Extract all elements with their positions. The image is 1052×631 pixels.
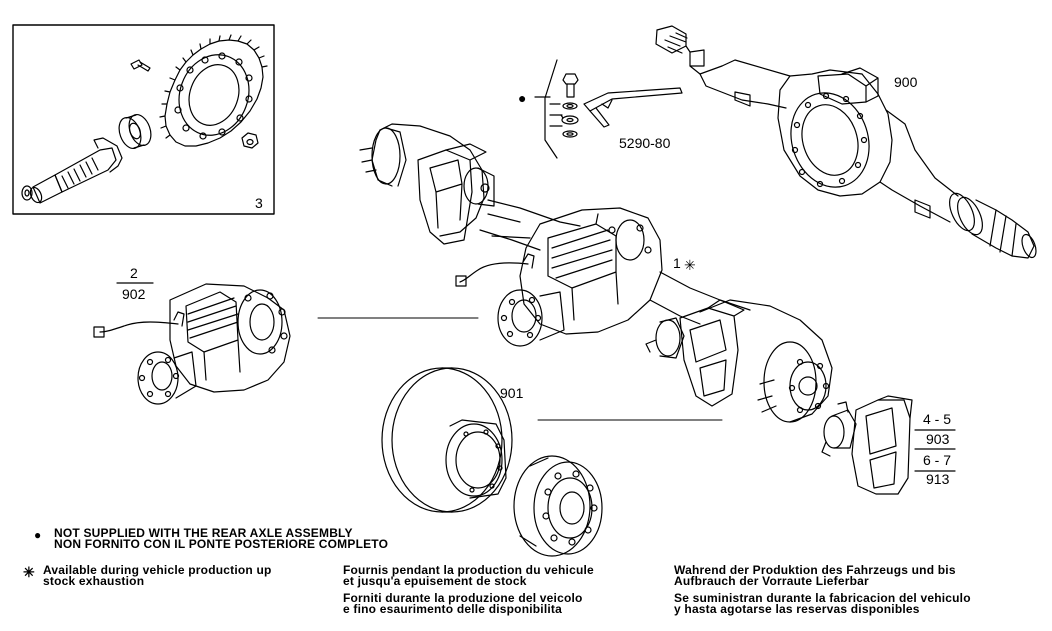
legend-available-es: Se suministran durante la fabricacion de… [674,591,971,616]
legend-not-supplied: NOT SUPPLIED WITH THE REAR AXLE ASSEMBLY… [54,526,389,551]
legend-not-supplied-it: NON FORNITO CON IL PONTE POSTERIORE COMP… [54,537,389,551]
callout-5290-80: 5290-80 [619,135,671,151]
legend-available-it-line1: Forniti durante la produzione del veicol… [343,591,583,605]
legend-available-fr-line2: et jusqu'a epuisement de stock [343,574,527,588]
legend-available-de-line2: Aufbrauch der Vorraute Lieferbar [674,574,869,588]
brake-caliper-icon[interactable] [821,395,913,495]
callout-901: 901 [500,385,524,401]
pinion-shaft-icon[interactable] [28,137,123,204]
legend-asterisk: ✳ [23,564,35,580]
callout-6-7: 6 - 7 [923,452,951,468]
not-supplied-bracket [534,59,563,159]
legend-available-fr-line1: Fournis pendant la production du vehicul… [343,563,594,577]
callout-2: 2 [130,265,138,281]
wheel-hub-icon[interactable] [513,455,603,557]
lock-washer-icon[interactable] [560,114,579,125]
flat-washer-icon[interactable] [562,130,578,138]
nut-icon[interactable] [241,132,259,149]
callout-caliper-labels: 4 - 5 903 6 - 7 913 [914,411,956,487]
not-supplied-bullet: ● [518,90,526,106]
brake-disc-icon[interactable] [381,367,513,513]
legend-available-en-line2: stock exhaustion [43,574,145,588]
callout-913: 913 [926,471,950,487]
hex-screw-icon[interactable] [562,73,579,98]
leader-lines [317,317,723,421]
ring-gear-icon[interactable] [159,34,268,147]
bolt-icon[interactable] [130,59,151,72]
legend-bullet: ● [34,528,42,542]
legend-available-de-line1: Wahrend der Produktion des Fahrzeugs und… [674,563,956,577]
legend-available-es-line1: Se suministran durante la fabricacion de… [674,591,971,605]
legend-available-fr: Fournis pendant la production du vehicul… [343,563,594,588]
axle-housing-icon[interactable] [655,25,1039,259]
callout-3: 3 [255,195,263,211]
kit-3-frame [12,24,275,215]
callout-900: 900 [894,74,918,90]
rear-axle-assembly-icon[interactable] [359,123,833,423]
legend-available-es-line2: y hasta agotarse las reservas disponible… [674,602,920,616]
availability-asterisk-1: ✳ [684,257,696,273]
bearing-icon[interactable] [115,112,155,152]
washer-icon[interactable] [21,185,33,201]
legend-available-it-line2: e fino esaurimento delle disponibilita [343,602,562,616]
callout-1: 1 [673,255,681,271]
legend-available-en-line1: Available during vehicle production up [43,563,272,577]
legend-available-en: Available during vehicle production up s… [43,563,272,588]
callout-2-902-label: 2 902 [116,265,154,302]
wrench-tool-icon[interactable] [583,87,683,128]
callout-4-5: 4 - 5 [923,411,951,427]
spring-washer-icon[interactable] [562,102,578,110]
differential-carrier-icon[interactable] [93,283,291,405]
legend-available-de: Wahrend der Produktion des Fahrzeugs und… [674,563,956,588]
legend-available-it: Forniti durante la produzione del veicol… [343,591,583,616]
legend-not-supplied-en: NOT SUPPLIED WITH THE REAR AXLE ASSEMBLY [54,526,353,540]
callout-903: 903 [926,431,950,447]
callout-902: 902 [122,286,146,302]
